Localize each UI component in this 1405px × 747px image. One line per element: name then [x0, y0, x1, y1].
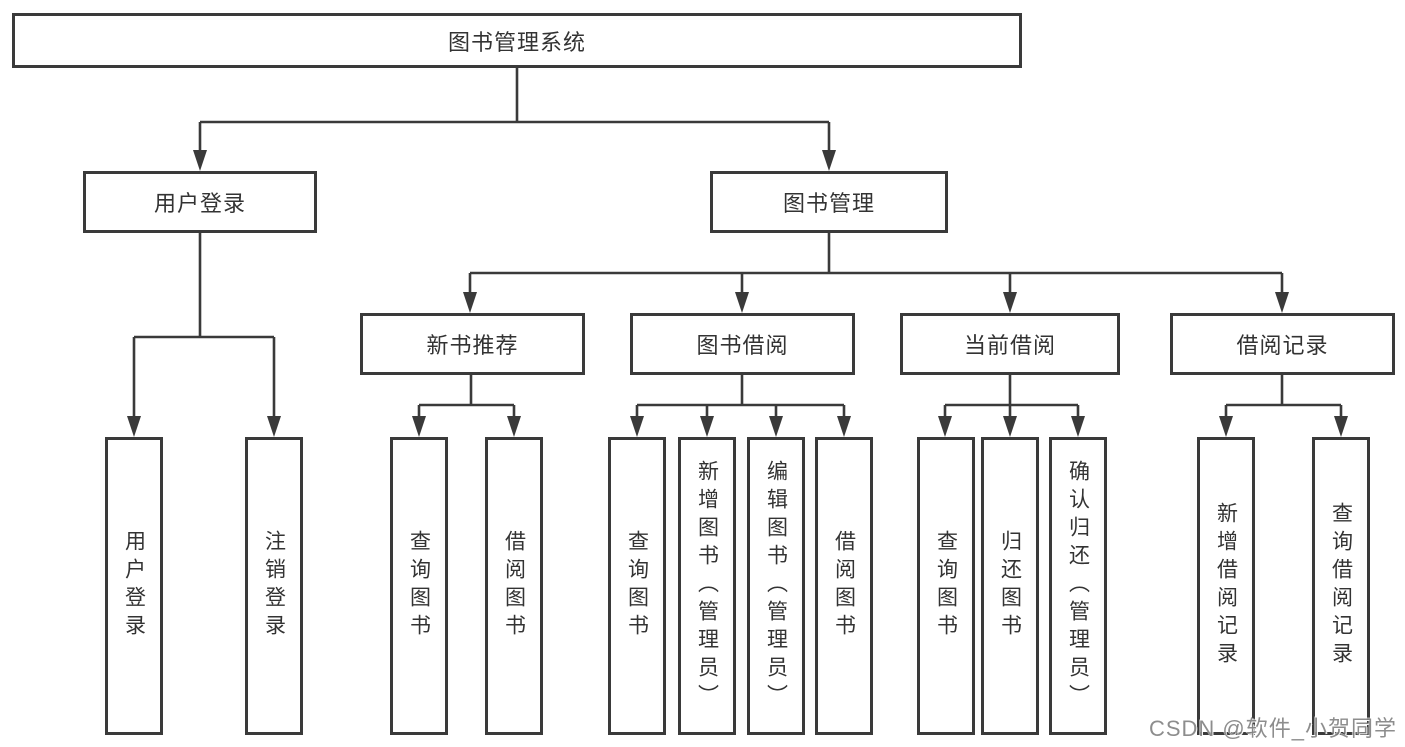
- leaf-add-borrow-record: 新增借阅记录: [1197, 437, 1255, 735]
- leaf-return-books: 归还图书: [981, 437, 1039, 735]
- node-book-borrowing: 图书借阅: [630, 313, 855, 375]
- node-book-management: 图书管理: [710, 171, 948, 233]
- leaf-add-books-admin: 新增图书（管理员）: [678, 437, 736, 735]
- leaf-query-books-current: 查询图书: [917, 437, 975, 735]
- leaf-logout: 注销登录: [245, 437, 303, 735]
- leaf-confirm-return-admin: 确认归还（管理员）: [1049, 437, 1107, 735]
- leaf-borrow-books-recommend: 借阅图书: [485, 437, 543, 735]
- csdn-watermark: CSDN @软件_小贺同学: [1148, 716, 1397, 741]
- node-user-login: 用户登录: [83, 171, 317, 233]
- leaf-borrow-books-borrowing: 借阅图书: [815, 437, 873, 735]
- leaf-query-books-borrowing: 查询图书: [608, 437, 666, 735]
- leaf-edit-books-admin: 编辑图书（管理员）: [747, 437, 805, 735]
- node-new-book-recommendation: 新书推荐: [360, 313, 585, 375]
- leaf-query-borrow-record: 查询借阅记录: [1312, 437, 1370, 735]
- node-current-borrowing: 当前借阅: [900, 313, 1120, 375]
- node-library-management-system: 图书管理系统: [12, 13, 1022, 68]
- leaf-query-books-recommend: 查询图书: [390, 437, 448, 735]
- leaf-user-login: 用户登录: [105, 437, 163, 735]
- node-borrowing-records: 借阅记录: [1170, 313, 1395, 375]
